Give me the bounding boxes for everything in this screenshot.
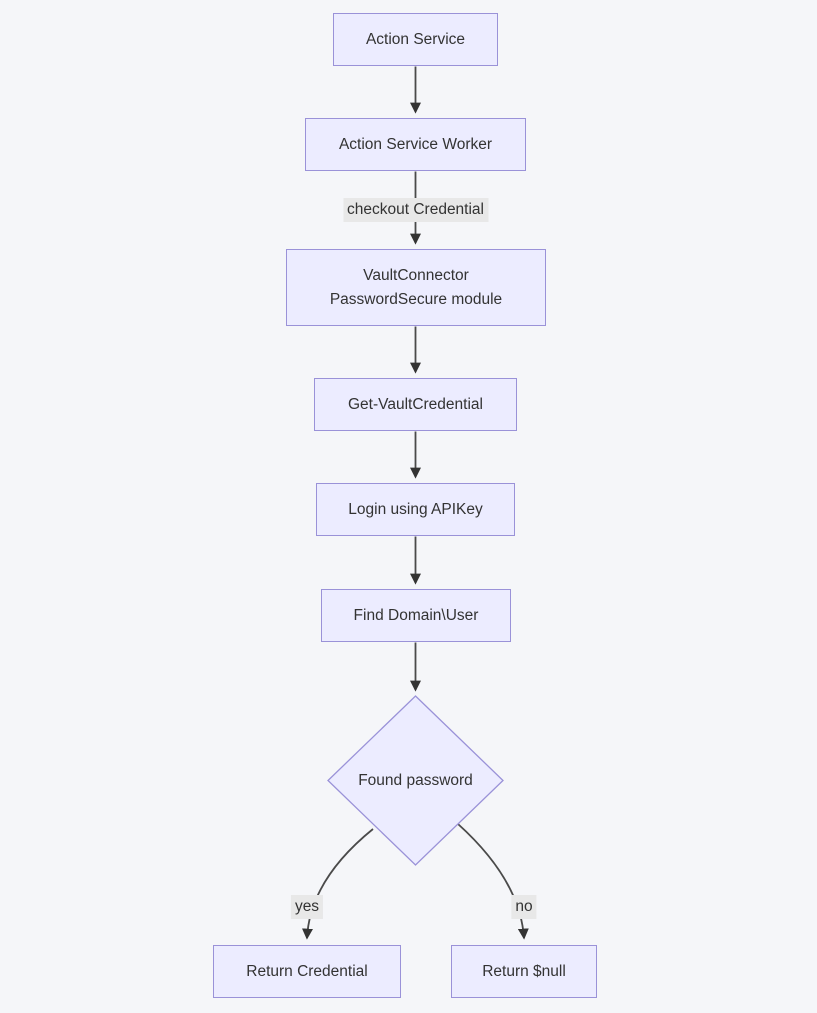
node-label: Login using APIKey	[348, 500, 483, 518]
node-find-domain-user: Find Domain\User	[321, 589, 511, 642]
node-label: Find Domain\User	[353, 606, 479, 624]
edge-no-to-returnnull	[457, 823, 529, 940]
node-get-vault-credential: Get-VaultCredential	[314, 378, 517, 431]
node-label: Action Service	[365, 30, 466, 48]
edge-yes-to-returncredential	[301, 828, 374, 940]
edge-label-yes: yes	[290, 895, 324, 919]
edge-label-no: no	[511, 895, 537, 919]
node-action-service-worker: Action Service Worker	[305, 118, 526, 171]
node-found-password-shape	[327, 695, 504, 866]
node-vault-connector: VaultConnector PasswordSecure module	[286, 249, 546, 326]
node-return-credential: Return Credential	[213, 945, 401, 998]
edge-label-checkout-credential: checkout Credential	[343, 198, 488, 222]
node-label: Return $null	[482, 962, 566, 980]
node-found-password-label: Found password	[358, 772, 473, 789]
node-label: Return Credential	[246, 962, 368, 980]
node-label: Action Service Worker	[338, 135, 493, 153]
node-return-null: Return $null	[451, 945, 597, 998]
node-login-using-apikey: Login using APIKey	[316, 483, 515, 536]
node-label: VaultConnector PasswordSecure module	[329, 266, 503, 308]
node-label: Get-VaultCredential	[348, 395, 483, 413]
node-action-service: Action Service	[333, 13, 498, 66]
